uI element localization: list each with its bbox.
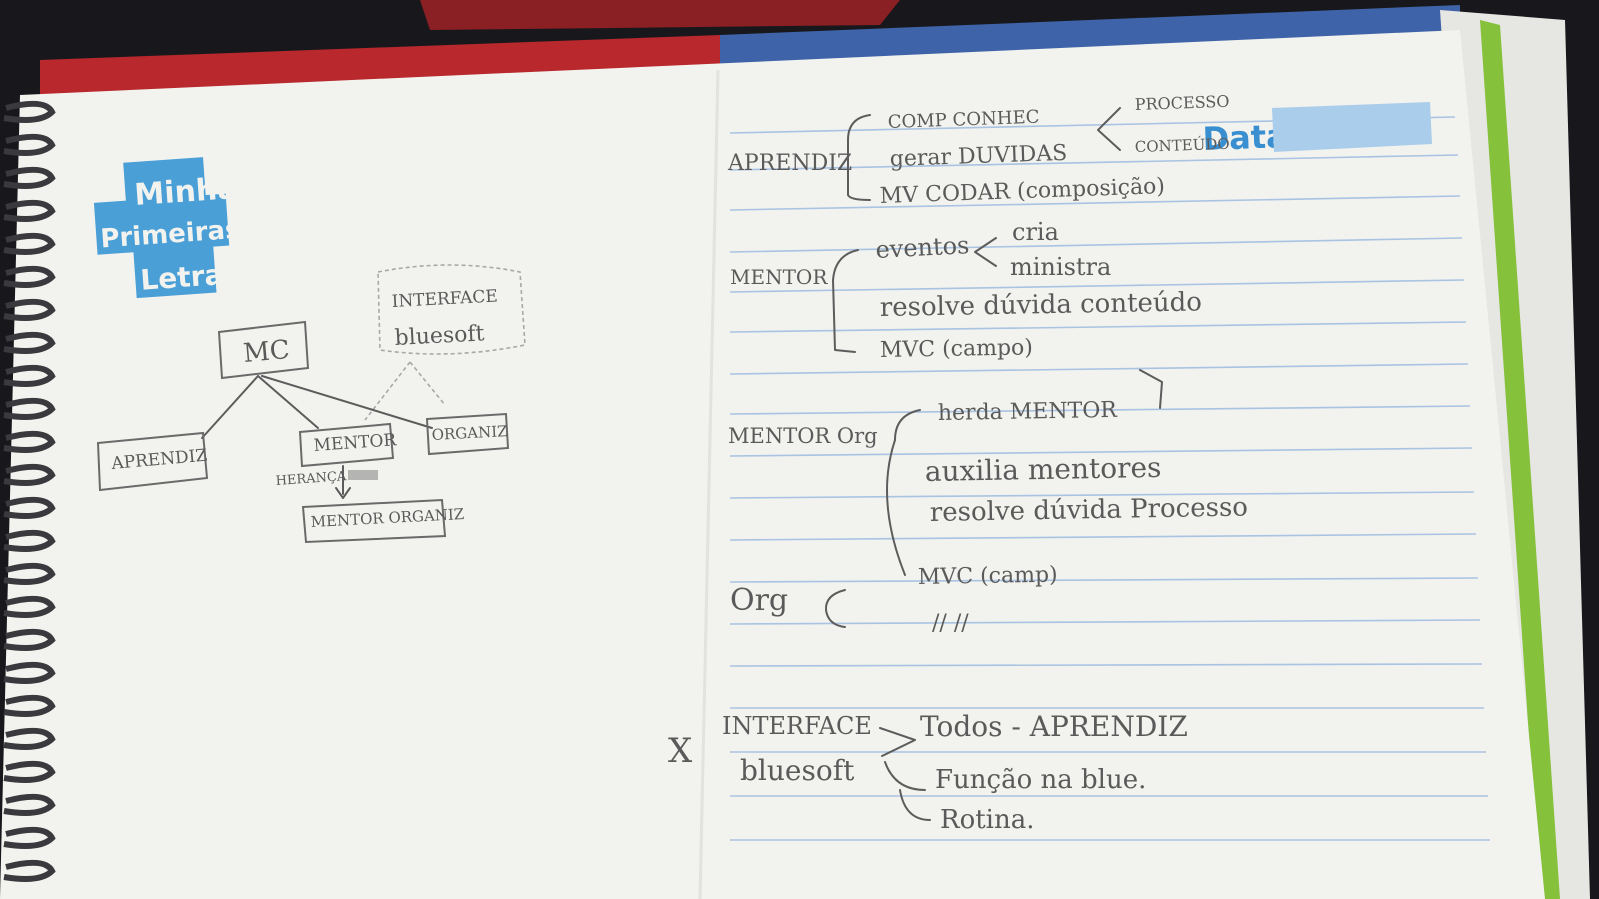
- spiral-ring: [3, 199, 56, 222]
- organiz-box: [425, 412, 510, 456]
- spiral-binding: [3, 100, 56, 882]
- spiral-ring: [3, 265, 56, 288]
- ruled-lines: [729, 116, 1490, 841]
- diagram-child-3: ORGANIZ: [431, 422, 508, 444]
- logo-line-1: Minhas: [133, 170, 256, 213]
- date-field: Data:: [1202, 102, 1432, 158]
- logo-line-3: Letras: [139, 257, 241, 297]
- interface-heading-2: bluesoft: [740, 754, 855, 787]
- interface-cloud: [377, 264, 526, 355]
- logo: Minhas Primeiras Letras: [93, 157, 256, 299]
- spiral-ring: [3, 166, 56, 189]
- mentor-box: [298, 422, 395, 468]
- mentor-org-item-4: MVC (camp): [918, 563, 1058, 590]
- aprendiz-box: [96, 431, 209, 492]
- spiral-ring: [3, 430, 56, 453]
- spiral-ring: [3, 760, 56, 783]
- date-box: [1272, 102, 1432, 152]
- diagram-interface-line-2: bluesoft: [394, 321, 485, 351]
- mentor-sub-1: cria: [1012, 218, 1059, 246]
- spiral-ring: [3, 661, 56, 684]
- spiral-ring: [3, 331, 56, 354]
- aprendiz-heading: APRENDIZ: [727, 151, 852, 176]
- mentor-item-3: MVC (campo): [880, 335, 1033, 363]
- notes-mentor: MENTOR eventos cria ministra resolve dúv…: [730, 218, 1203, 409]
- spiral-ring: [3, 298, 56, 321]
- green-divider: [1480, 20, 1560, 899]
- diagram-top-label: MC: [242, 335, 291, 369]
- aprendiz-item-2: gerar DUVIDAS: [889, 141, 1067, 172]
- paper-page: [0, 30, 1545, 899]
- spiral-ring: [3, 463, 56, 486]
- interface-heading-1: INTERFACE: [722, 712, 872, 740]
- mentor-org-heading: MENTOR Org: [728, 424, 878, 448]
- spiral-ring: [3, 529, 56, 552]
- spiral-ring: [3, 397, 56, 420]
- spiral-ring: [3, 100, 56, 123]
- mentor-item-2: resolve dúvida conteúdo: [880, 287, 1203, 323]
- diagram-inheritance-label: HERANÇA: [275, 469, 347, 489]
- mentor-sub-2: ministra: [1010, 253, 1111, 281]
- mc-box: [217, 320, 310, 380]
- org-item-2: // //: [932, 611, 969, 636]
- spiral-ring: [3, 793, 56, 816]
- spiral-ring: [3, 694, 56, 717]
- notes-org: Org // //: [730, 583, 969, 636]
- spiral-ring: [3, 562, 56, 585]
- spiral-ring: [3, 232, 56, 255]
- mentor-org-item-2: auxilia mentores: [925, 451, 1162, 488]
- interface-item-3: Rotina.: [940, 805, 1035, 835]
- spiral-ring: [3, 496, 56, 519]
- interface-mark: X: [668, 731, 693, 771]
- cover-blue-edge: [720, 5, 1460, 70]
- org-heading: Org: [730, 583, 788, 618]
- aprendiz-sub-1: PROCESSO: [1134, 92, 1229, 114]
- spiral-ring: [3, 364, 56, 387]
- spiral-ring: [3, 595, 56, 618]
- mentor-org-item-3: resolve dúvida Processo: [930, 492, 1249, 528]
- mentor-organiz-box: [301, 498, 447, 544]
- cover-red-edge: [40, 35, 720, 95]
- spiral-ring: [3, 859, 56, 882]
- notes: APRENDIZ COMP CONHEC gerar DUVIDAS MV CO…: [668, 92, 1248, 835]
- spiral-ring: [3, 133, 56, 156]
- spiral-ring: [3, 727, 56, 750]
- spiral-ring: [3, 826, 56, 849]
- mentor-heading: MENTOR: [730, 265, 828, 289]
- mentor-org-item-1: herda MENTOR: [938, 398, 1119, 426]
- mentor-item-1: eventos: [875, 231, 970, 264]
- notes-interface: X INTERFACE bluesoft Todos - APRENDIZ Fu…: [668, 710, 1188, 835]
- interface-item-2: Função na blue.: [935, 765, 1146, 795]
- notes-mentor-org: MENTOR Org herda MENTOR auxilia mentores…: [728, 398, 1248, 590]
- spiral-ring: [3, 628, 56, 651]
- aprendiz-sub-2: CONTEÚDO: [1135, 135, 1230, 156]
- interface-item-1: Todos - APRENDIZ: [920, 710, 1188, 743]
